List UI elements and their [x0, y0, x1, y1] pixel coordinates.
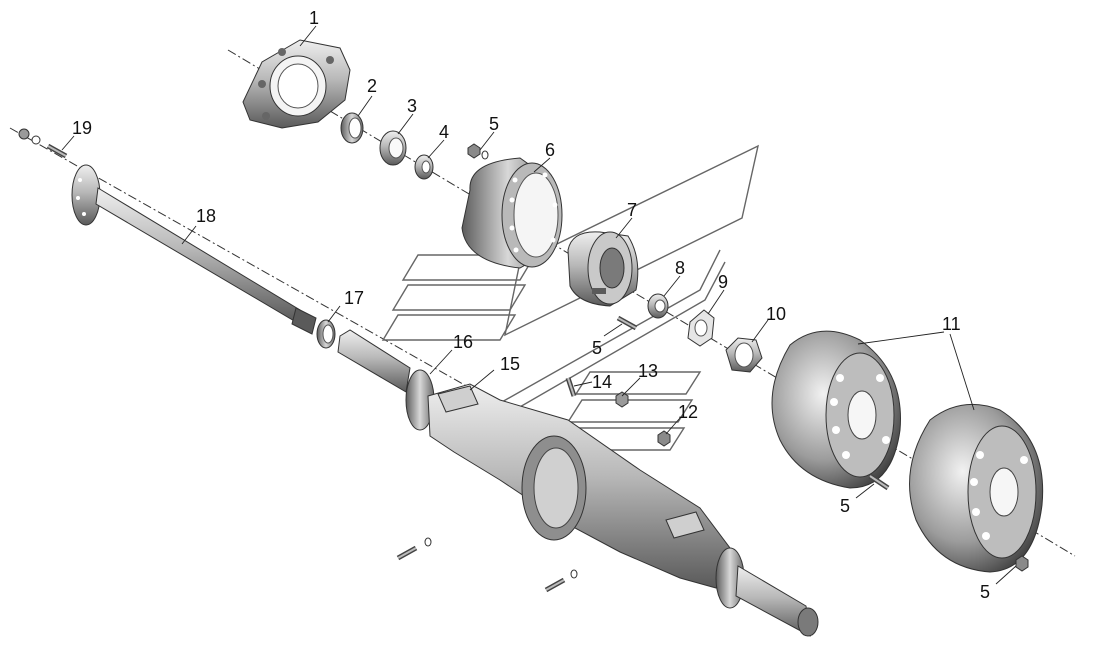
callout-5-bottom: 5	[980, 582, 990, 602]
callout-14: 14	[592, 372, 612, 392]
frame-box-4	[574, 371, 702, 395]
leader-5d	[995, 565, 1017, 585]
leader-13	[621, 377, 641, 397]
leader-16	[429, 349, 453, 375]
callout-11: 11	[942, 314, 961, 334]
part-11-wheel-rim-rear	[909, 403, 1044, 573]
part-5-bolt-mid	[616, 315, 638, 331]
leader-6	[533, 157, 551, 173]
part-17-seal-ring	[316, 319, 336, 349]
leader-5c	[855, 483, 875, 499]
leader-5a	[479, 131, 495, 151]
part-12-nut	[657, 430, 671, 447]
leader-17	[327, 305, 341, 323]
part-6-brake-drum	[461, 157, 563, 269]
leader-11b	[949, 333, 975, 411]
callout-19: 19	[72, 118, 92, 138]
callout-5-mid: 5	[592, 338, 602, 358]
leader-2	[357, 95, 373, 117]
frame-lead-15	[469, 249, 721, 421]
part-11-wheel-rim-front	[771, 330, 901, 489]
part-9-lock-plate	[687, 309, 715, 347]
callout-3: 3	[407, 96, 417, 116]
leader-8	[663, 275, 681, 297]
leader-10	[751, 319, 769, 343]
part-8-washer	[647, 293, 669, 319]
part-4-washer	[414, 154, 434, 180]
part-3-bearing	[379, 130, 407, 166]
frame-lead-15b	[479, 261, 726, 431]
leader-1	[299, 25, 317, 47]
leader-15	[469, 369, 495, 391]
leader-18	[181, 225, 197, 245]
part-10-hub-nut	[725, 337, 763, 373]
callout-16: 16	[453, 332, 473, 352]
part-18-half-shaft	[71, 164, 317, 335]
leader-7	[615, 217, 633, 239]
part-7-wheel-hub	[567, 231, 639, 307]
part-16-spindle-left	[337, 329, 435, 431]
part-19-bolt	[18, 128, 68, 159]
part-2-ring	[340, 112, 364, 144]
callout-1: 1	[309, 8, 319, 28]
leader-12	[665, 417, 681, 435]
part-14-bolt	[565, 377, 577, 397]
frame-box-3	[381, 314, 517, 341]
leader-19	[61, 135, 75, 151]
callout-18: 18	[196, 206, 216, 226]
callout-8: 8	[675, 258, 685, 278]
callout-5-top: 5	[489, 114, 499, 134]
loose-bolt-lower-mid	[544, 569, 578, 593]
part-5-bolt-rim	[868, 473, 890, 491]
part-13-washer	[615, 391, 629, 408]
callout-7: 7	[627, 200, 637, 220]
callout-15: 15	[500, 354, 520, 374]
callout-12: 12	[678, 402, 698, 422]
leader-lines	[61, 25, 1017, 585]
callout-4: 4	[439, 122, 449, 142]
leader-11a	[857, 331, 945, 345]
callout-9: 9	[718, 272, 728, 292]
part-5-nut-top	[467, 143, 489, 160]
part-5-nut-rim	[1015, 555, 1029, 572]
leader-4	[427, 139, 445, 159]
leader-14	[573, 381, 593, 387]
callout-17: 17	[344, 288, 364, 308]
loose-bolt-lower-left	[396, 537, 432, 561]
part-15-axle-beam	[427, 383, 819, 637]
frame-box-2	[391, 284, 527, 311]
leader-3	[397, 113, 414, 135]
callout-5-rim: 5	[840, 496, 850, 516]
callout-2: 2	[367, 76, 377, 96]
part-1-flange-housing	[242, 39, 351, 129]
shaft-centre-line	[9, 127, 471, 389]
callout-13: 13	[638, 361, 658, 381]
leader-9	[707, 289, 725, 315]
callout-10: 10	[766, 304, 786, 324]
frame-box-5	[566, 399, 694, 423]
callout-labels: 1 2 3 4 5 6 7 8 9 5 10 11 12 13 14 15 16…	[72, 8, 990, 602]
leader-5b	[603, 323, 623, 337]
callout-6: 6	[545, 140, 555, 160]
